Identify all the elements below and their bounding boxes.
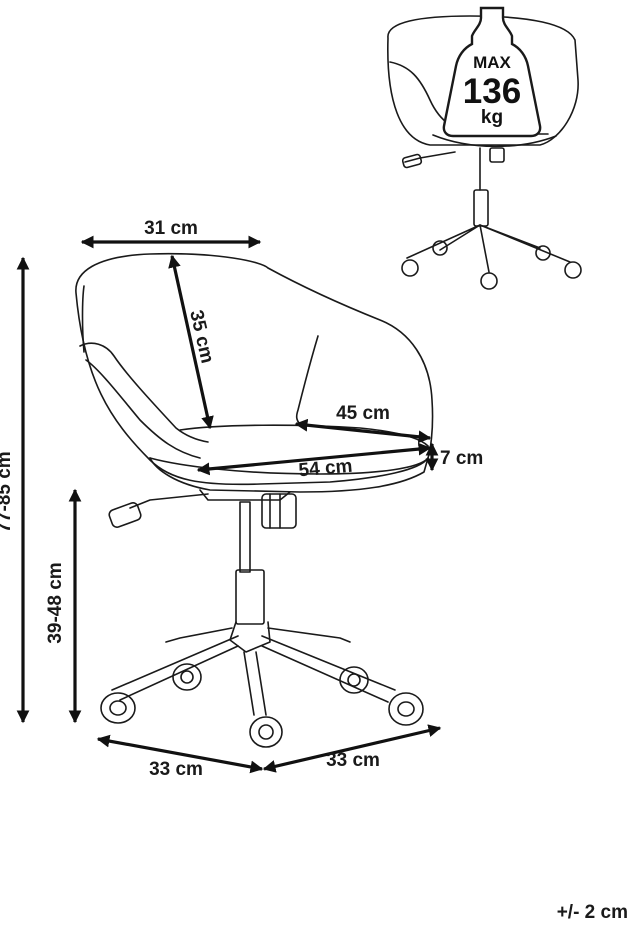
tolerance-note: +/- 2 cm: [557, 902, 628, 923]
seat-width-label: 54 cm: [298, 456, 354, 482]
seat-thickness-label: 7 cm: [440, 448, 483, 469]
main-chair-illustration: [75, 252, 434, 748]
weight-max-label: MAX: [473, 53, 511, 72]
total-height-label: 77-85 cm: [0, 451, 15, 532]
weight-limit-badge: MAX 136 kg: [442, 6, 542, 138]
back-height-arrow: [168, 254, 214, 430]
dimension-arrows: [16, 235, 442, 774]
dimension-labels: 31 cm 35 cm 45 cm 7 cm 54 cm 77-85 cm 39…: [0, 218, 628, 923]
base-right-label: 33 cm: [326, 750, 380, 771]
seat-depth-label: 45 cm: [336, 403, 390, 424]
base-right-arrow: [262, 724, 442, 773]
seat-width-arrow: [196, 442, 432, 476]
small-chair-illustration: [387, 15, 582, 290]
base-left-arrow: [96, 734, 264, 774]
weight-unit: kg: [481, 107, 503, 128]
seat-depth-arrow: [294, 418, 432, 444]
back-width-label: 31 cm: [144, 218, 198, 239]
seat-height-label: 39-48 cm: [45, 562, 66, 643]
weight-value: 136: [463, 72, 521, 111]
base-left-label: 33 cm: [149, 759, 203, 780]
